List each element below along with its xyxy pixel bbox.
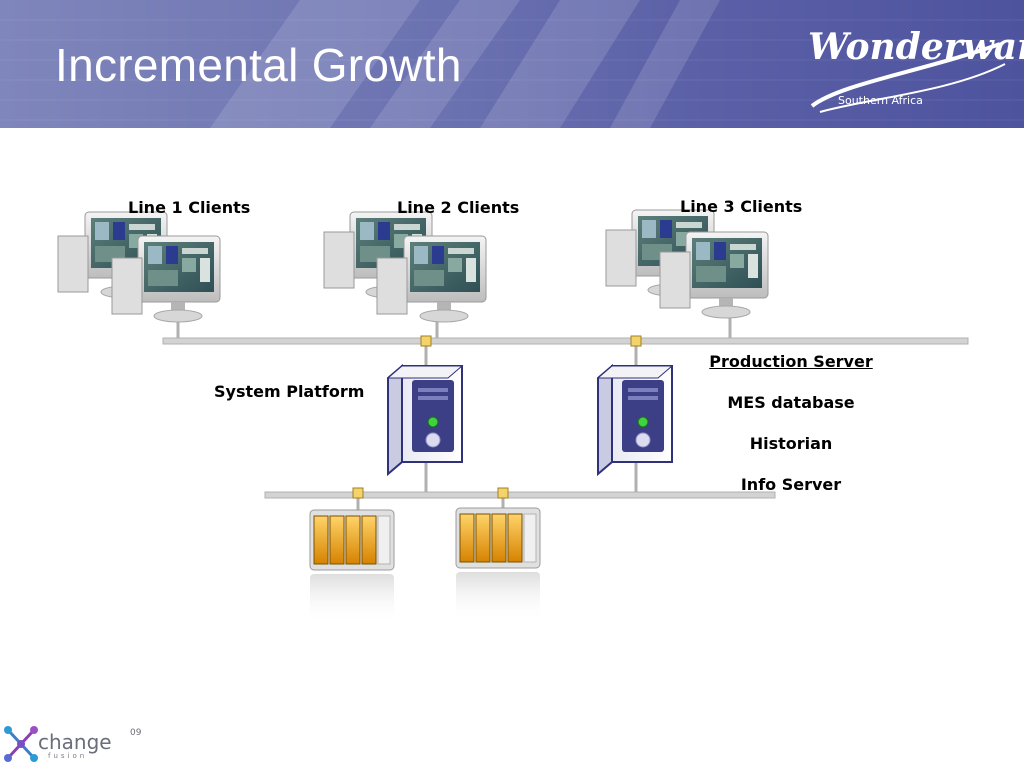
connector-production-server [630, 335, 642, 347]
server-role-info-server: Info Server [740, 475, 842, 494]
line1-clients-icon [57, 211, 221, 323]
page-title: Incremental Growth [55, 39, 462, 91]
production-server-title: Production Server [709, 352, 873, 371]
line1-clients-label: Line 1 Clients [128, 198, 251, 217]
system-platform-label: System Platform [214, 382, 365, 401]
server-role-historian: Historian [749, 434, 833, 453]
production-server-icon [597, 365, 673, 475]
system-platform-server-icon [387, 365, 463, 475]
slide-header: Incremental Growth Wonderware Southern A… [0, 0, 1024, 128]
footer-logo-word: change [38, 730, 112, 754]
connector-system-platform [420, 335, 432, 347]
footer-logo-year: 09 [130, 728, 142, 738]
header-background-pattern [0, 0, 1024, 128]
line3-clients-label: Line 3 Clients [680, 197, 803, 216]
xchange-molecule-icon [4, 726, 38, 762]
footer-logo-sub: fusion [48, 752, 88, 760]
line2-clients-label: Line 2 Clients [397, 198, 520, 217]
production-server-details: Production Server MES database Historian… [696, 352, 886, 494]
logo-region: Southern Africa [838, 94, 923, 107]
xchange-fusion-logo: change 09 fusion [4, 724, 174, 764]
logo-swoosh [810, 42, 1006, 113]
connector-controller-2 [497, 487, 509, 499]
connector-controller-1 [352, 487, 364, 499]
device-network-bus [264, 491, 776, 499]
controller-1-icon [309, 509, 395, 625]
client-network-bus [162, 337, 969, 345]
line2-clients-icon [323, 211, 487, 323]
controller-2-icon [455, 507, 541, 623]
server-role-mes-database: MES database [727, 393, 855, 412]
line3-clients-icon [605, 209, 769, 319]
wonderware-logo: Wonderware Southern Africa [800, 14, 1024, 118]
logo-wordmark: Wonderware [808, 26, 1024, 68]
